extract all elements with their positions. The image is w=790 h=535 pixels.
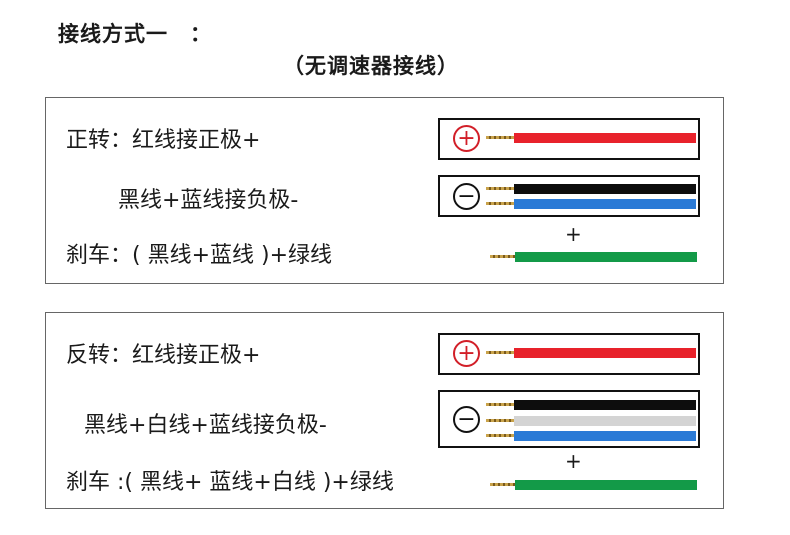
positive-connector-box: + (438, 118, 700, 160)
negative-icon: − (453, 406, 480, 433)
red-wire-tip (486, 136, 515, 139)
negative-icon: − (453, 183, 480, 210)
reverse-brake-instruction: 刹车 :( 黑线+ 蓝线+白线 )+绿线 (66, 470, 394, 495)
red-wire-tip (486, 351, 515, 354)
white-wire (514, 416, 696, 426)
blue-wire-tip (486, 434, 515, 437)
negative-connector-box: − (438, 390, 700, 448)
red-wire (514, 348, 696, 358)
forward-brake-instruction: 刹车：( 黑线+蓝线 )+绿线 (66, 243, 333, 268)
reverse-positive-instruction: 反转：红线接正极+ (66, 343, 261, 368)
green-wire (515, 252, 697, 262)
title-text: 接线方式一 (58, 22, 168, 46)
blue-wire (514, 431, 696, 441)
green-wire-tip (490, 255, 516, 258)
page-title: 接线方式一 ： (58, 18, 212, 48)
white-wire-tip (486, 419, 515, 422)
forward-negative-instruction: 黑线+蓝线接负极- (118, 188, 299, 213)
positive-icon: + (453, 340, 480, 367)
positive-connector-box: + (438, 333, 700, 375)
title-colon: ： (190, 22, 212, 46)
blue-wire (514, 199, 696, 209)
green-wire (515, 480, 697, 490)
reverse-negative-instruction: 黑线+白线+蓝线接负极- (84, 413, 327, 438)
brake-plus-sign: + (565, 449, 582, 473)
page-subtitle: （无调速器接线） (283, 54, 459, 78)
brake-plus-sign: + (565, 222, 582, 246)
reverse-wiring-panel: 反转：红线接正极+ 黑线+白线+蓝线接负极- 刹车 :( 黑线+ 蓝线+白线 )… (45, 312, 724, 509)
blue-wire-tip (486, 202, 515, 205)
forward-positive-instruction: 正转：红线接正极+ (66, 128, 261, 153)
black-wire-tip (486, 403, 515, 406)
forward-wiring-panel: 正转：红线接正极+ 黑线+蓝线接负极- 刹车：( 黑线+蓝线 )+绿线 + − … (45, 97, 724, 284)
green-wire-tip (490, 483, 516, 486)
black-wire (514, 184, 696, 194)
red-wire (514, 133, 696, 143)
negative-connector-box: − (438, 175, 700, 217)
black-wire (514, 400, 696, 410)
positive-icon: + (453, 125, 480, 152)
black-wire-tip (486, 187, 515, 190)
